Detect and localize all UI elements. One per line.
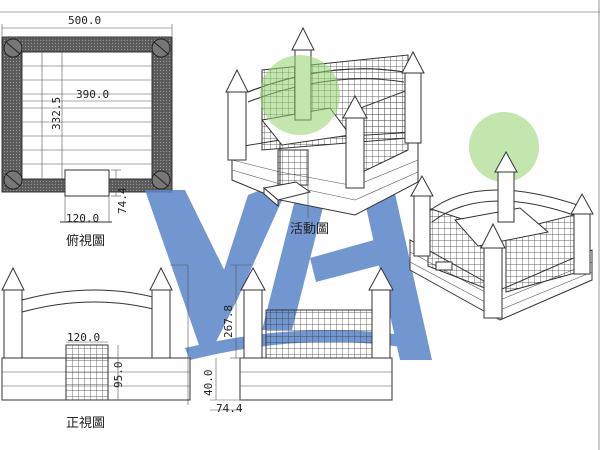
side-view: 267.8 40.0 74.4 — [202, 264, 394, 415]
front-arch — [21, 289, 165, 313]
activity-view-main: 活動圖 — [225, 26, 425, 237]
plan-view-caption: 俯視圖 — [66, 233, 105, 249]
side-net — [265, 309, 373, 359]
front-door-width-label: 120.0 — [67, 331, 100, 344]
rear-towers — [410, 150, 594, 319]
side-height-label: 267.8 — [222, 305, 235, 338]
activity-view-caption: 活動圖 — [290, 222, 329, 237]
activity-view-rear — [409, 112, 594, 321]
plan-inner-depth-label: 332.5 — [50, 97, 63, 130]
front-door-net — [65, 344, 109, 401]
side-step-depth-label: 74.4 — [216, 402, 243, 415]
front-view-caption: 正視圖 — [66, 416, 105, 431]
plan-step-depth-label: 74.4 — [116, 187, 129, 214]
side-base — [239, 357, 393, 401]
plan-view: 500.0 390.0 332.5 120.0 74.4 俯視圖 — [1, 14, 173, 249]
plan-entry-step — [64, 169, 110, 197]
highlight-circle-right — [469, 112, 539, 182]
plan-inner-floor — [21, 51, 153, 180]
front-door-height-label: 95.0 — [112, 362, 125, 389]
front-view: 120.0 95.0 正視圖 — [1, 264, 191, 431]
plan-step-width-label: 120.0 — [66, 212, 99, 225]
side-base-label: 40.0 — [202, 370, 215, 397]
plan-width-label: 500.0 — [68, 14, 101, 27]
plan-inner-width-label: 390.0 — [76, 88, 109, 101]
bouncer-entry-net — [277, 149, 309, 186]
plan-corner-towers — [3, 38, 171, 190]
plan-floor-lines — [22, 52, 152, 179]
highlight-circle — [260, 55, 340, 135]
